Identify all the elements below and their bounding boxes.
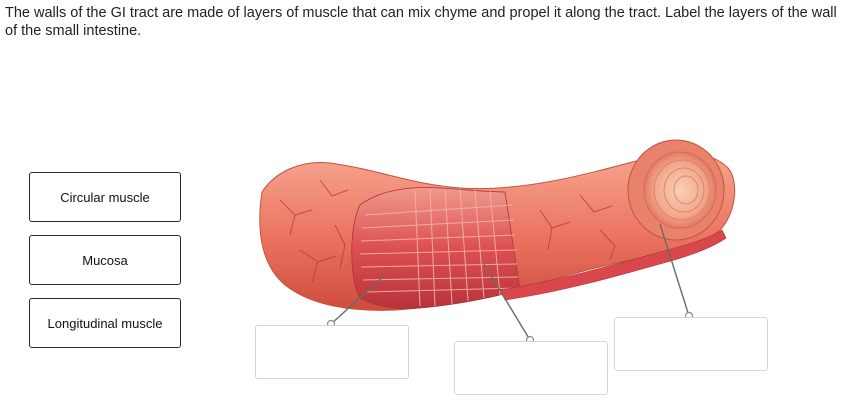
question-text: The walls of the GI tract are made of la…	[5, 5, 837, 39]
label-longitudinal-muscle[interactable]: Longitudinal muscle	[29, 298, 181, 348]
label-text: Longitudinal muscle	[47, 315, 163, 331]
longitudinal-strip	[499, 229, 727, 301]
muscle-striations	[359, 188, 519, 307]
label-circular-muscle[interactable]: Circular muscle	[29, 172, 181, 222]
drop-target-1[interactable]	[255, 325, 409, 379]
leader-lines	[330, 223, 690, 341]
mucosa-folds	[653, 159, 711, 221]
lumen-mucosa	[643, 151, 717, 229]
label-text: Circular muscle	[60, 189, 150, 205]
drop-target-3[interactable]	[614, 317, 768, 371]
label-text: Mucosa	[82, 252, 128, 268]
blood-vessels	[279, 177, 671, 283]
drop-target-2[interactable]	[454, 341, 608, 395]
label-mucosa[interactable]: Mucosa	[29, 235, 181, 285]
